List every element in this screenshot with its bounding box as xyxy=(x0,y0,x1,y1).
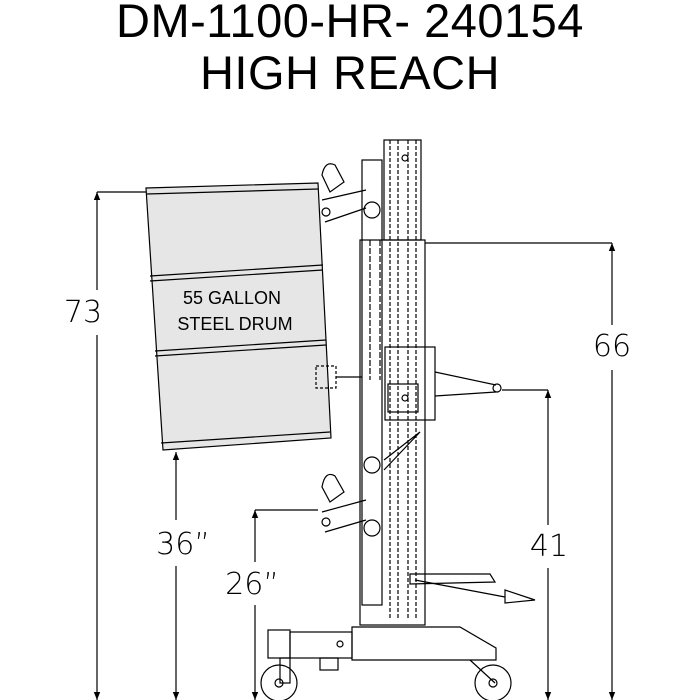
model-title: DM-1100-HR- 240154 xyxy=(116,0,584,47)
drum-label-line2: STEEL DRUM xyxy=(177,314,292,334)
push-handle xyxy=(434,371,502,397)
mast xyxy=(359,139,426,626)
dim-41-label: 41 xyxy=(530,529,568,564)
dim-73 xyxy=(93,191,146,700)
upper-clamp xyxy=(321,163,381,223)
dim-41 xyxy=(502,389,552,700)
carriage xyxy=(315,154,436,421)
base-chassis xyxy=(267,626,497,684)
lower-clamp xyxy=(321,431,421,537)
dim-36-label: 36” xyxy=(156,527,210,562)
dim-73-label: 73 xyxy=(64,295,102,330)
dim-66 xyxy=(425,242,616,700)
steel-drum xyxy=(145,182,332,451)
rear-wheel xyxy=(469,659,512,700)
drum-label-line1: 55 GALLON xyxy=(183,288,281,308)
dim-26-label: 26” xyxy=(225,567,279,602)
dim-26 xyxy=(251,509,318,700)
dim-66-label: 66 xyxy=(593,329,631,364)
front-wheel xyxy=(260,664,298,700)
foot-pedal xyxy=(409,573,536,604)
model-subtitle: HIGH REACH xyxy=(199,46,501,99)
